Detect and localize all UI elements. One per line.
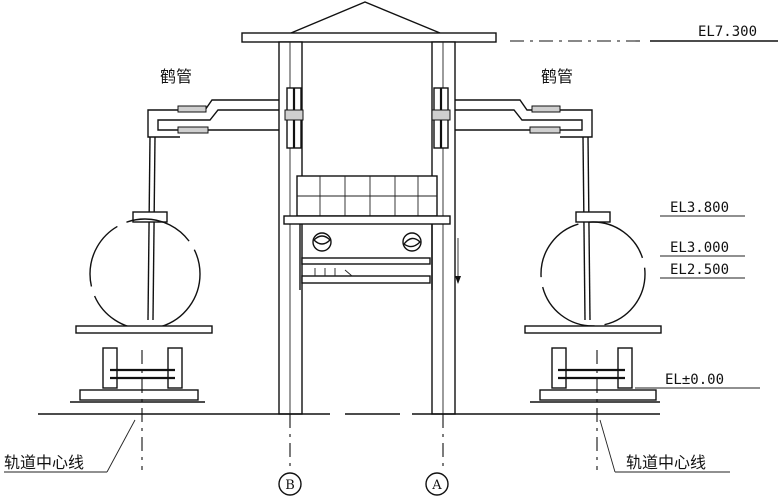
elevation-000: EL±0.00 <box>665 372 724 388</box>
platform-lower-beam <box>301 257 431 284</box>
track-centerline-left <box>4 350 143 473</box>
axis-a-label: A <box>431 478 442 493</box>
axis-a <box>425 414 449 496</box>
column-valve-left <box>284 87 304 149</box>
track-centerline-left-label: 轨道中心线 <box>4 453 84 472</box>
platform-railing <box>296 175 438 217</box>
crane-pipe-left-label: 鹤管 <box>160 67 192 86</box>
elevation-2500: EL2.500 <box>670 262 729 278</box>
crane-pipe-left <box>147 99 279 321</box>
elevation-3800: EL3.800 <box>670 200 729 216</box>
track-centerline-right <box>596 350 730 473</box>
track-centerline-right-label: 轨道中心线 <box>626 453 706 472</box>
tank-car-left <box>70 211 213 403</box>
platform-equipment <box>312 232 422 252</box>
crane-pipe-right <box>455 99 593 321</box>
elevation-3000: EL3.000 <box>670 240 729 256</box>
level-arrow <box>455 238 461 284</box>
axis-b <box>278 414 302 496</box>
elevation-7300: EL7.300 <box>698 24 757 40</box>
platform-slab <box>283 215 451 290</box>
axis-b-label: B <box>285 478 295 493</box>
tank-car-right <box>524 211 662 403</box>
roof <box>241 1 778 43</box>
crane-pipe-right-label: 鹤管 <box>541 67 573 86</box>
column-valve-right <box>431 87 451 149</box>
